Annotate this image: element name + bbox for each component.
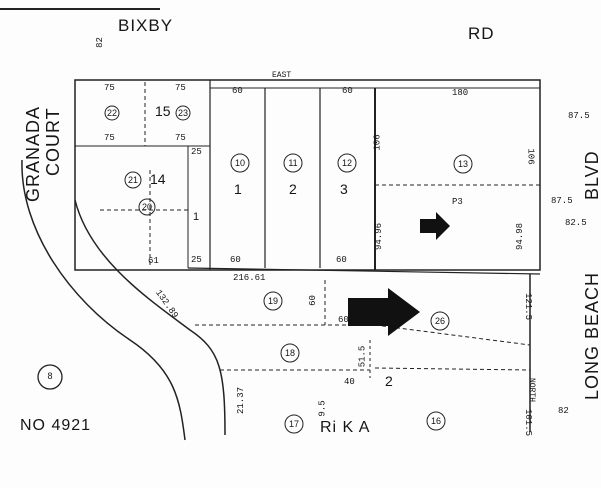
- granada-court-outer-curve: [21, 159, 186, 441]
- block-bottom: [187, 267, 541, 275]
- lot-1: 1: [234, 181, 242, 197]
- parcel-17: 17: [288, 419, 299, 429]
- dim-61: 61: [148, 256, 159, 266]
- dim-216-61: 216.61: [233, 273, 266, 283]
- dim-top-60b: 60: [342, 86, 353, 96]
- parcel-16: 16: [430, 416, 441, 426]
- dim-top-75a: 75: [104, 83, 115, 93]
- dim-101-5: 101.5: [523, 408, 534, 437]
- parcel-18-circle: [280, 343, 300, 363]
- lot-2: 2: [289, 181, 297, 197]
- parcel-8: 8: [47, 371, 53, 381]
- dim-82: 82: [558, 406, 569, 416]
- parcel-23: 23: [177, 108, 188, 118]
- note-p3: P3: [452, 197, 463, 207]
- granada-court-inner-curve: [74, 199, 226, 436]
- parcel-22: 22: [106, 108, 117, 118]
- dim-top-60a: 60: [232, 86, 243, 96]
- court-label: COURT: [43, 107, 63, 176]
- dim-top-180: 180: [452, 88, 469, 98]
- dim-94-96: 94.96: [374, 222, 385, 251]
- parcel-8-circle: [37, 364, 63, 390]
- blvd-label: BLVD: [582, 150, 601, 200]
- parcel-12: 12: [341, 158, 352, 168]
- parcel-19-circle: [263, 291, 283, 311]
- lot-1-small: 1: [193, 211, 200, 223]
- dim-82-5: 82.5: [565, 218, 587, 228]
- dim-106a: 106: [372, 134, 383, 151]
- lot-2-lower: 2: [385, 373, 393, 389]
- dim-top-75b: 75: [175, 83, 186, 93]
- dim-60d: 60: [336, 255, 347, 265]
- parcel-21-circle: [124, 171, 142, 189]
- dim-87-5a: 87.5: [568, 111, 590, 121]
- map-number: NO 4921: [20, 417, 92, 434]
- dim-106b: 106: [525, 148, 536, 165]
- lot-14: 14: [150, 171, 166, 187]
- parcel-10-circle: [230, 153, 250, 173]
- lower-block-dashed-b: [374, 324, 531, 346]
- dim-51-5: 51.5: [357, 345, 368, 368]
- parcel-19: 19: [267, 296, 278, 306]
- parcel-16-circle: [426, 411, 446, 431]
- parcel-26: 26: [434, 316, 445, 326]
- granada-label: GRANADA: [23, 105, 43, 202]
- parcel-10: 10: [234, 158, 245, 168]
- long-beach-label: LONG BEACH: [582, 271, 601, 400]
- rd-label: RD: [468, 24, 495, 43]
- parcel-23-circle: [175, 105, 191, 121]
- dim-mid-75b: 75: [175, 133, 186, 143]
- bottom-street-label: Ri K A: [320, 419, 371, 436]
- dim-9-5: 9.5: [317, 400, 328, 417]
- parcel-21: 21: [127, 175, 138, 185]
- dim-60e: 60: [338, 315, 349, 325]
- parcel-17-circle: [284, 414, 304, 434]
- dim-60f: 60: [307, 295, 318, 306]
- dim-94-98: 94.98: [515, 222, 526, 251]
- parcel-20-circle: [138, 198, 156, 216]
- lower-block-dashed-d: [374, 367, 531, 371]
- dim-40: 40: [344, 377, 355, 387]
- parcel-13: 13: [457, 159, 468, 169]
- dim-25b: 25: [191, 255, 202, 265]
- parcel-22-circle: [104, 105, 120, 121]
- parcel-11: 11: [288, 158, 298, 168]
- parcel-20: 20: [141, 202, 152, 212]
- dim-25a: 25: [191, 147, 202, 157]
- lot-3: 3: [340, 181, 348, 197]
- east-label: EAST: [272, 71, 292, 80]
- arrow-parcel-26: [348, 288, 420, 336]
- parcel-18: 18: [284, 348, 295, 358]
- parcel-13-circle: [453, 154, 473, 174]
- dim-121-5: 121.5: [523, 292, 534, 321]
- note-82: 82: [94, 37, 105, 48]
- main-block-outline: [74, 79, 541, 271]
- parcel-11-circle: [283, 153, 303, 173]
- dim-87-5b: 87.5: [551, 196, 573, 206]
- parcel-26-circle: [430, 311, 450, 331]
- bixby-label: BIXBY: [118, 16, 174, 35]
- dim-mid-75a: 75: [104, 133, 115, 143]
- parcel-12-circle: [337, 153, 357, 173]
- arrow-parcel-13: [420, 212, 450, 240]
- dim-60c: 60: [230, 255, 241, 265]
- dim-21-37: 21.37: [236, 386, 247, 415]
- lot-15: 15: [155, 103, 171, 119]
- north-label: NORTH: [527, 378, 536, 403]
